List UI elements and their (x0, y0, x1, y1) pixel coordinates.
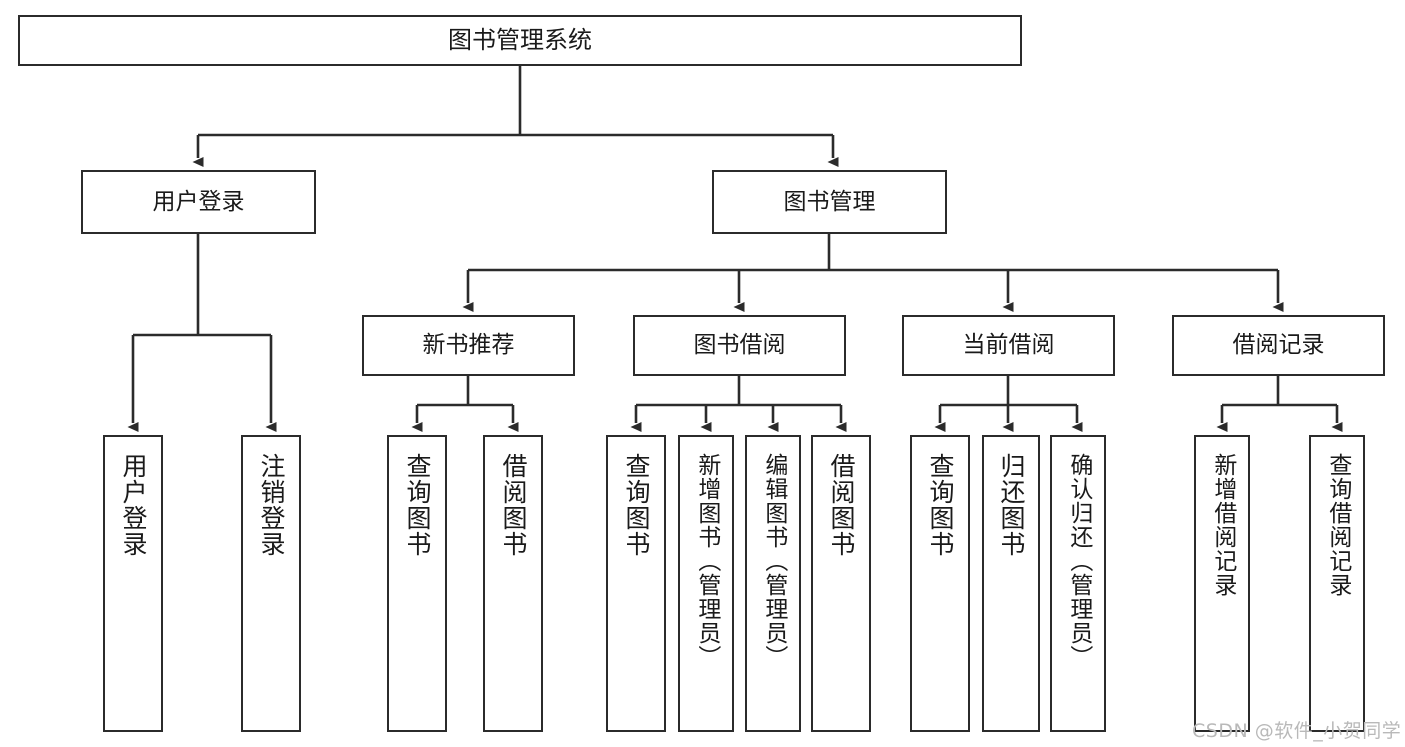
leaf-borrow-book-label: 借阅图书 (827, 453, 856, 557)
leaf-return-book-label: 归还图书 (997, 453, 1026, 557)
node-root[interactable]: 图书管理系统 (18, 15, 1022, 66)
leaf-new-book-borrow[interactable]: 借阅图书 (483, 435, 543, 732)
node-new-book-recommend-label: 新书推荐 (422, 332, 515, 359)
leaf-add-book-admin-label: 新增图书（管理员） (693, 453, 720, 669)
node-book-borrow[interactable]: 图书借阅 (633, 315, 846, 376)
node-book-borrow-label: 图书借阅 (693, 332, 786, 359)
node-current-borrow-label: 当前借阅 (962, 332, 1055, 359)
node-borrow-record[interactable]: 借阅记录 (1172, 315, 1385, 376)
node-user-login[interactable]: 用户登录 (81, 170, 316, 234)
leaf-user-login[interactable]: 用户登录 (103, 435, 163, 732)
leaf-borrow-query-book[interactable]: 查询图书 (606, 435, 666, 732)
node-current-borrow[interactable]: 当前借阅 (902, 315, 1115, 376)
leaf-return-book[interactable]: 归还图书 (982, 435, 1040, 732)
csdn-watermark: CSDN @软件_小贺同学 (1192, 720, 1402, 742)
node-root-label: 图书管理系统 (448, 25, 592, 54)
leaf-user-login-label: 用户登录 (119, 453, 148, 557)
leaf-confirm-return-admin[interactable]: 确认归还（管理员） (1050, 435, 1106, 732)
leaf-logout[interactable]: 注销登录 (241, 435, 301, 732)
leaf-new-book-query-label: 查询图书 (403, 453, 432, 557)
leaf-borrow-query-book-label: 查询图书 (622, 453, 651, 557)
node-book-management-label: 图书管理 (783, 188, 876, 215)
leaf-current-query-book-label: 查询图书 (926, 453, 955, 557)
leaf-logout-label: 注销登录 (257, 453, 286, 557)
leaf-borrow-book[interactable]: 借阅图书 (811, 435, 871, 732)
leaf-query-borrow-record[interactable]: 查询借阅记录 (1309, 435, 1365, 732)
node-user-login-label: 用户登录 (152, 188, 245, 215)
leaf-add-borrow-record[interactable]: 新增借阅记录 (1194, 435, 1250, 732)
leaf-query-borrow-record-label: 查询借阅记录 (1324, 453, 1351, 597)
node-borrow-record-label: 借阅记录 (1232, 332, 1325, 359)
leaf-edit-book-admin[interactable]: 编辑图书（管理员） (745, 435, 801, 732)
leaf-add-book-admin[interactable]: 新增图书（管理员） (678, 435, 734, 732)
leaf-new-book-query[interactable]: 查询图书 (387, 435, 447, 732)
leaf-confirm-return-admin-label: 确认归还（管理员） (1065, 453, 1092, 669)
leaf-current-query-book[interactable]: 查询图书 (910, 435, 970, 732)
leaf-edit-book-admin-label: 编辑图书（管理员） (760, 453, 787, 669)
leaf-new-book-borrow-label: 借阅图书 (499, 453, 528, 557)
node-new-book-recommend[interactable]: 新书推荐 (362, 315, 575, 376)
leaf-add-borrow-record-label: 新增借阅记录 (1209, 453, 1236, 597)
node-book-management[interactable]: 图书管理 (712, 170, 947, 234)
